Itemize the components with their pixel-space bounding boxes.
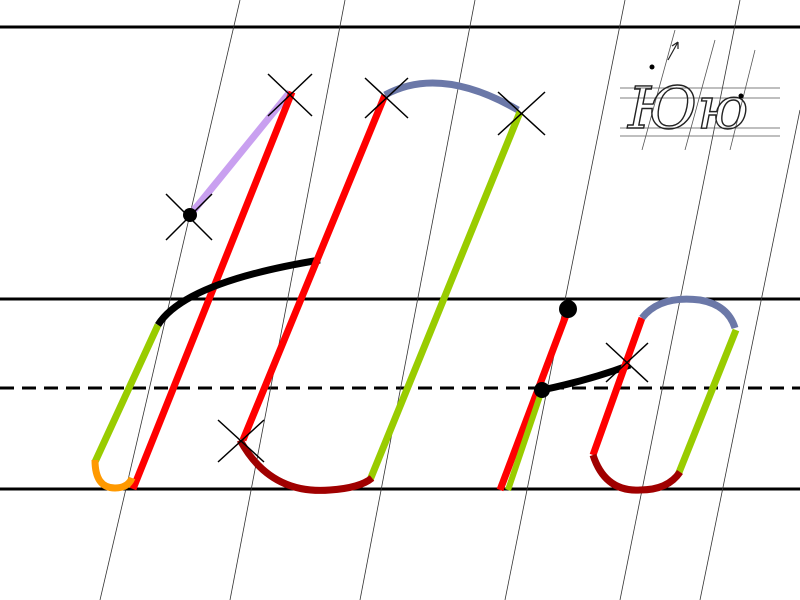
cross-marker xyxy=(605,342,649,383)
sample-dot xyxy=(738,93,744,99)
blue-arc-1 xyxy=(383,79,520,114)
cross-marker xyxy=(165,193,213,241)
cross-marker xyxy=(497,91,546,136)
sample-arrow-icon xyxy=(667,41,679,61)
lilac-stroke xyxy=(187,89,293,218)
green-stroke-3 xyxy=(505,389,545,491)
sample-dot xyxy=(649,64,655,70)
black-connector-1 xyxy=(155,256,321,327)
dark-red-arc-2 xyxy=(589,453,683,494)
letter-yu-small xyxy=(496,295,740,494)
dots xyxy=(183,208,577,398)
green-stroke-4 xyxy=(674,328,740,477)
blue-arc-2 xyxy=(639,295,739,330)
letter-yu-capital xyxy=(91,79,524,494)
start-dot-2 xyxy=(559,300,577,318)
red-stroke-3 xyxy=(496,308,572,492)
cross-markers xyxy=(165,73,649,463)
cross-marker xyxy=(364,77,409,119)
cross-marker xyxy=(267,73,313,117)
dark-red-arc-1 xyxy=(236,438,375,494)
cross-marker xyxy=(217,419,265,463)
joint-dot xyxy=(534,382,550,398)
green-stroke-1 xyxy=(91,323,162,464)
green-stroke-2 xyxy=(366,110,524,482)
sample-writing: Юю xyxy=(620,30,780,150)
sample-glyphs: Юю xyxy=(627,74,748,142)
red-stroke-2 xyxy=(239,93,389,442)
orange-hook xyxy=(91,459,136,492)
red-stroke-4 xyxy=(589,316,646,457)
